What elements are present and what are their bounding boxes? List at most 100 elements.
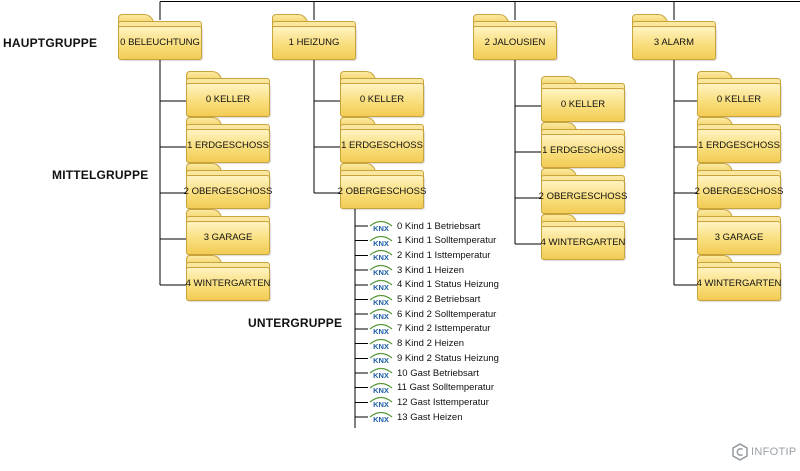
sub-group-label: 5 Kind 2 Betriebsart — [397, 294, 481, 305]
middle-group-folder[interactable]: 0 KELLER — [541, 76, 625, 122]
main-group-folder[interactable]: 3 ALARM — [632, 14, 716, 60]
sub-group-item[interactable]: KNX 7 Kind 2 Isttemperatur — [368, 322, 490, 336]
folder-label: 1 ERDGESCHOSS — [187, 140, 269, 151]
sub-group-label: 12 Gast Isttemperatur — [397, 396, 489, 408]
sub-group-label: 8 Kind 2 Heizen — [397, 338, 465, 350]
middle-group-folder[interactable]: 2 OBERGESCHOSS — [338, 163, 426, 209]
middle-group-folder[interactable]: 1 ERDGESCHOSS — [340, 117, 424, 163]
folder-label: 0 KELLER — [560, 99, 606, 110]
folder-label: 2 OBERGESCHOSS — [538, 191, 628, 202]
knx-logo-icon: KNX — [369, 382, 393, 394]
folder-label: 3 GARAGE — [203, 232, 253, 243]
sub-group-label: 7 Kind 2 Isttemperatur — [397, 323, 491, 335]
folder-label: 4 WINTERGARTEN — [540, 237, 626, 248]
svg-text:KNX: KNX — [373, 342, 389, 350]
folder-label: 4 WINTERGARTEN — [185, 278, 271, 289]
sub-group-item[interactable]: KNX 6 Kind 2 Solltemperatur — [368, 307, 496, 321]
sub-group-label: 6 Kind 2 Solltemperatur — [397, 308, 497, 320]
svg-text:KNX: KNX — [373, 224, 389, 232]
middle-group-folder[interactable]: 0 KELLER — [186, 71, 270, 117]
folder-label: 2 OBERGESCHOSS — [694, 186, 784, 197]
brand-watermark: INFOTIP — [732, 443, 797, 461]
sub-group-item[interactable]: KNX 1 Kind 1 Solltemperatur — [368, 234, 496, 248]
middle-group-folder[interactable]: 2 OBERGESCHOSS — [538, 168, 628, 214]
folder-front — [272, 26, 356, 60]
folder-front — [541, 180, 625, 214]
folder-front — [632, 26, 716, 60]
middle-group-folder[interactable]: 4 WINTERGARTEN — [541, 214, 625, 260]
folder-label: 0 KELLER — [359, 94, 405, 105]
svg-text:KNX: KNX — [373, 400, 389, 408]
sub-group-item[interactable]: KNX 13 Gast Heizen — [368, 410, 462, 424]
svg-text:KNX: KNX — [373, 356, 389, 364]
middle-group-folder[interactable]: 4 WINTERGARTEN — [186, 255, 270, 301]
folder-label: 3 ALARM — [653, 37, 695, 48]
folder-front — [697, 175, 781, 209]
folder-label: 2 OBERGESCHOSS — [183, 186, 273, 197]
knx-logo-icon: KNX — [369, 220, 393, 232]
sub-group-label: 4 Kind 1 Status Heizung — [397, 279, 499, 291]
folder-front — [697, 267, 781, 301]
folder-label: 4 WINTERGARTEN — [696, 278, 782, 289]
folder-front — [340, 83, 424, 117]
svg-text:KNX: KNX — [373, 253, 389, 261]
middle-group-folder[interactable]: 1 ERDGESCHOSS — [697, 117, 781, 163]
knx-logo-icon: KNX — [369, 353, 393, 364]
sub-group-label: 1 Kind 1 Solltemperatur — [397, 235, 497, 247]
sub-group-label: 3 Kind 1 Heizen — [397, 264, 465, 276]
svg-text:KNX: KNX — [373, 415, 389, 423]
folder-label: 1 ERDGESCHOSS — [542, 145, 624, 156]
svg-text:KNX: KNX — [373, 327, 389, 335]
sub-group-item[interactable]: KNX 12 Gast Isttemperatur — [368, 395, 489, 409]
sub-group-item[interactable]: KNX 2 Kind 1 Isttemperatur — [368, 248, 490, 262]
middle-group-folder[interactable]: 1 ERDGESCHOSS — [541, 122, 625, 168]
knx-logo-icon: KNX — [369, 397, 393, 408]
folder-front — [186, 221, 270, 255]
sub-group-label: 2 Kind 1 Isttemperatur — [397, 249, 491, 261]
middle-group-folder[interactable]: 2 OBERGESCHOSS — [694, 163, 784, 209]
middle-group-folder[interactable]: 3 GARAGE — [186, 209, 270, 255]
folder-label: 0 BELEUCHTUNG — [120, 37, 200, 48]
folder-front — [541, 88, 625, 122]
svg-text:KNX: KNX — [373, 268, 389, 276]
middle-group-folder[interactable]: 0 KELLER — [697, 71, 781, 117]
middle-group-folder[interactable]: 1 ERDGESCHOSS — [186, 117, 270, 163]
folder-label: 0 KELLER — [205, 94, 251, 105]
sub-group-item[interactable]: KNX 11 Gast Solltemperatur — [368, 381, 494, 395]
main-group-folder[interactable]: 1 HEIZUNG — [272, 14, 356, 60]
folder-front — [697, 129, 781, 163]
folder-front — [186, 83, 270, 117]
main-group-folder[interactable]: 2 JALOUSIEN — [473, 14, 557, 60]
level-label-mittelgruppe: MITTELGRUPPE — [52, 168, 149, 182]
folder-label: 0 KELLER — [716, 94, 762, 105]
folder-label: 2 JALOUSIEN — [484, 37, 546, 48]
knx-logo-icon: KNX — [369, 309, 393, 320]
folder-label: 3 GARAGE — [714, 232, 764, 243]
folder-front — [697, 83, 781, 117]
sub-group-item[interactable]: KNX 8 Kind 2 Heizen — [368, 337, 464, 351]
infotip-logo-icon — [732, 443, 748, 461]
middle-group-folder[interactable]: 3 GARAGE — [697, 209, 781, 255]
knx-logo-icon: KNX — [369, 235, 393, 247]
sub-group-label: 10 Gast Betriebsart — [397, 367, 479, 379]
knx-logo-icon: KNX — [369, 250, 393, 261]
sub-group-label: 11 Gast Solltemperatur — [397, 382, 494, 394]
sub-group-label: 13 Gast Heizen — [397, 411, 463, 423]
middle-group-folder[interactable]: 4 WINTERGARTEN — [697, 255, 781, 301]
main-group-folder[interactable]: 0 BELEUCHTUNG — [118, 14, 202, 60]
sub-group-item[interactable]: KNX 3 Kind 1 Heizen — [368, 263, 464, 277]
folder-front — [186, 129, 270, 163]
folder-front — [186, 175, 270, 209]
folder-front — [186, 267, 270, 301]
middle-group-folder[interactable]: 0 KELLER — [340, 71, 424, 117]
level-label-hauptgruppe: HAUPTGRUPPE — [3, 36, 98, 50]
svg-text:KNX: KNX — [373, 386, 389, 394]
middle-group-folder[interactable]: 2 OBERGESCHOSS — [183, 163, 273, 209]
